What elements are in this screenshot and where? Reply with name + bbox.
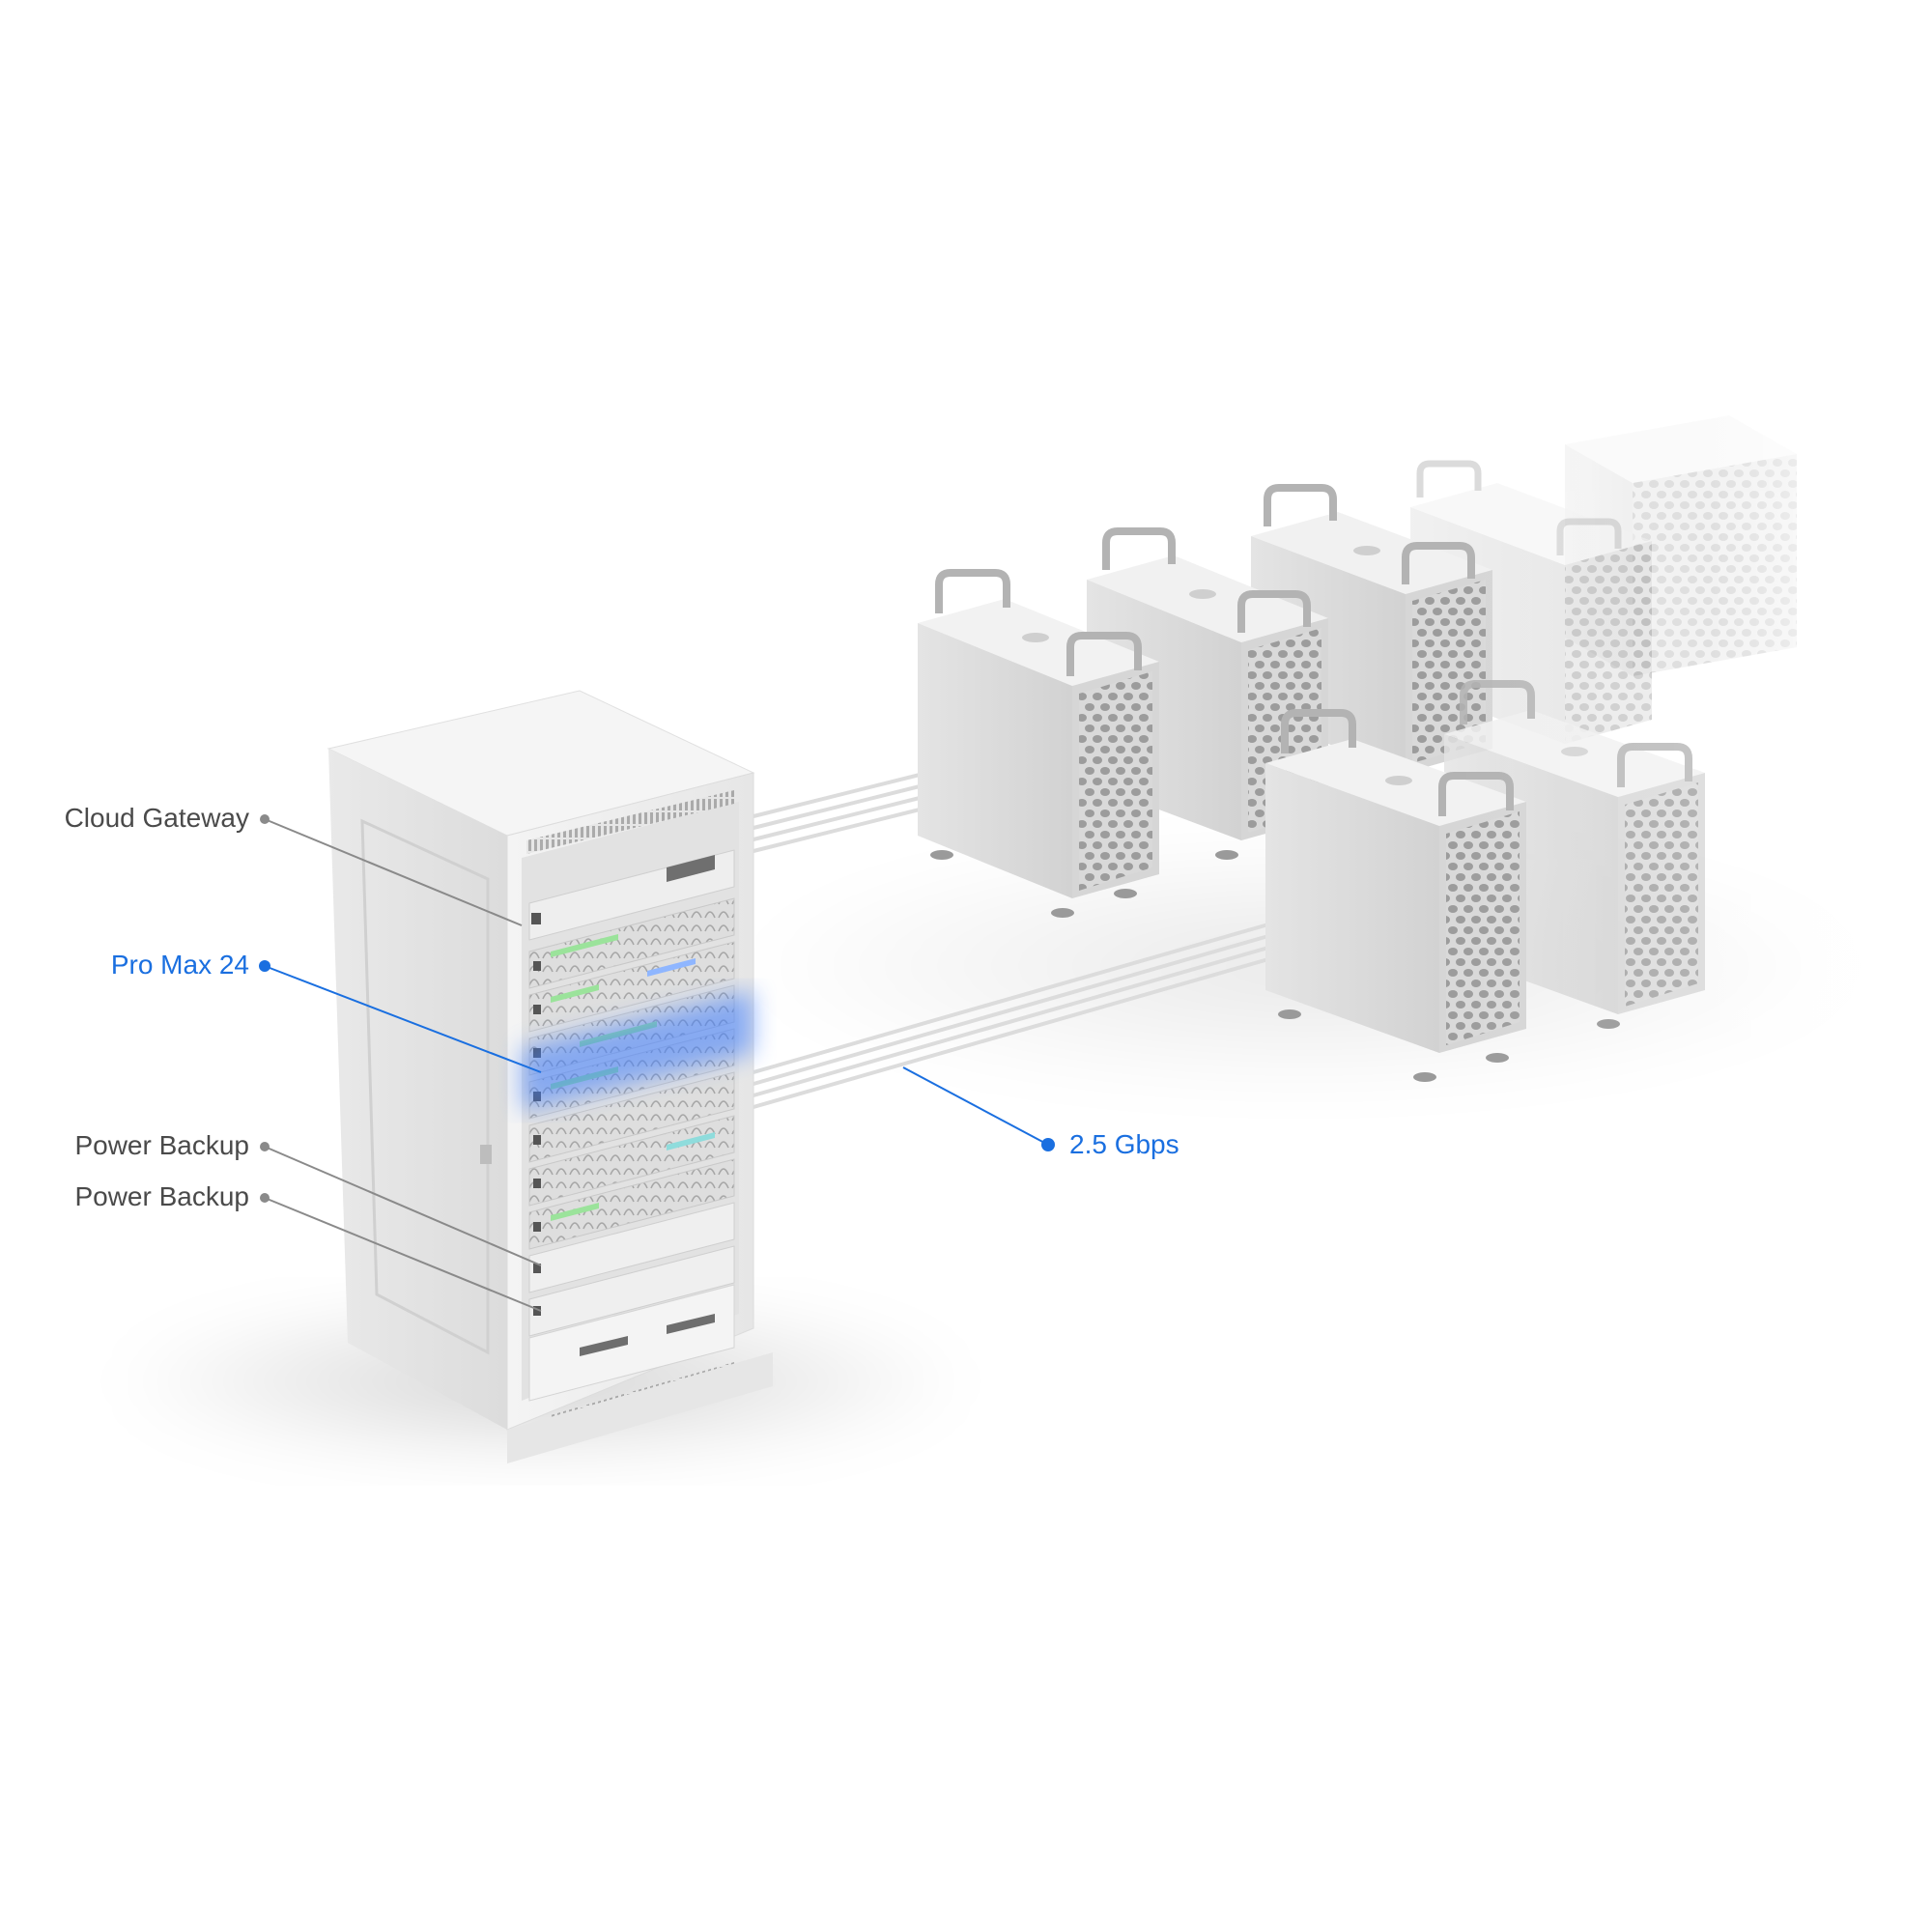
label-link-speed: 2.5 Gbps [1069, 1129, 1179, 1159]
power-backup-unit [528, 1202, 735, 1293]
pro-max-highlight [522, 990, 753, 1111]
label-power-backup-1: Power Backup [74, 1130, 249, 1160]
leader-dot [260, 1193, 270, 1203]
leader-cloud-gateway [264, 818, 523, 926]
leader-dot [259, 960, 270, 972]
edge-fade [1449, 367, 1932, 1140]
leader-power-backup-1 [264, 1146, 542, 1266]
leader-dot [260, 814, 270, 824]
label-cloud-gateway: Cloud Gateway [64, 803, 249, 833]
leader-dot [260, 1142, 270, 1151]
leader-dots [259, 814, 1055, 1203]
label-pro-max-24: Pro Max 24 [110, 950, 249, 980]
leader-lines [264, 818, 1049, 1312]
leader-dot [1041, 1138, 1055, 1151]
server-rack [327, 690, 773, 1463]
leader-speed [902, 1066, 1049, 1146]
leader-power-backup-2 [264, 1197, 542, 1312]
power-backup-unit [528, 1245, 735, 1337]
server-tower [918, 569, 1159, 918]
cable-bundle-upper [753, 771, 928, 853]
label-power-backup-2: Power Backup [74, 1181, 249, 1211]
leader-pro-max [264, 965, 542, 1073]
cable-bundle-lower [753, 921, 1276, 1109]
